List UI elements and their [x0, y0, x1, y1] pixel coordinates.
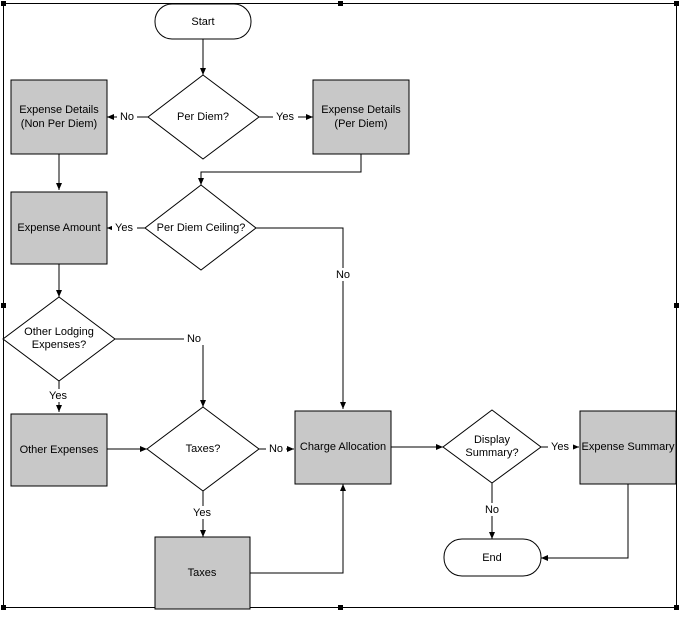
expense-details-non-line1: Expense Details [19, 104, 99, 116]
edge-lodging-no [115, 338, 206, 407]
per-diem-decision[interactable]: Per Diem? [147, 74, 260, 160]
per-diem-ceiling-decision[interactable]: Per Diem Ceiling? [144, 184, 257, 271]
taxes-decision[interactable]: Taxes? [146, 406, 260, 492]
charge-allocation-box[interactable]: Charge Allocation [294, 410, 392, 485]
per-diem-ceiling-decision-label: Per Diem Ceiling? [157, 222, 246, 234]
label-ceiling-no: No [336, 269, 350, 281]
expense-details-non-line2: (Non Per Diem) [21, 118, 97, 130]
label-perdiem-no: No [120, 111, 134, 123]
expense-details-per-line1: Expense Details [321, 104, 401, 116]
start-terminator[interactable]: Start [154, 3, 252, 40]
expense-details-non-per-diem-box[interactable]: Expense Details (Non Per Diem) [10, 79, 108, 155]
end-terminator[interactable]: End [443, 538, 542, 577]
expense-details-per-line2: (Per Diem) [334, 118, 387, 130]
label-taxes-yes: Yes [193, 507, 211, 519]
display-summary-decision-line2: Summary? [465, 447, 518, 459]
start-label: Start [191, 16, 214, 28]
label-taxes-no: No [269, 443, 283, 455]
end-label: End [482, 552, 502, 564]
label-lodging-no: No [187, 333, 201, 345]
per-diem-decision-label: Per Diem? [177, 111, 229, 123]
label-ceiling-yes: Yes [115, 222, 133, 234]
edge-summary-to-end [541, 484, 629, 561]
charge-allocation-label: Charge Allocation [300, 441, 386, 453]
display-summary-decision[interactable]: Display Summary? [442, 409, 542, 484]
other-expenses-label: Other Expenses [20, 444, 99, 456]
other-lodging-decision[interactable]: Other Lodging Expenses? [2, 296, 116, 382]
label-display-no: No [485, 504, 499, 516]
edge-ceiling-no [256, 227, 346, 409]
label-display-yes: Yes [551, 441, 569, 453]
expense-summary-box[interactable]: Expense Summary [579, 410, 677, 485]
other-expenses-box[interactable]: Other Expenses [10, 413, 108, 487]
display-summary-decision-line1: Display [474, 434, 511, 446]
other-lodging-decision-line1: Other Lodging [24, 326, 94, 338]
edge-perdiem-to-ceiling [198, 154, 362, 185]
edge-labels: No Yes Yes No No Yes No Yes Yes No [46, 110, 573, 519]
expense-details-per-diem-box[interactable]: Expense Details (Per Diem) [312, 79, 410, 155]
taxes-box[interactable]: Taxes [154, 536, 251, 610]
other-lodging-decision-line2: Expenses? [32, 339, 86, 351]
expense-amount-label: Expense Amount [17, 222, 100, 234]
expense-amount-box[interactable]: Expense Amount [10, 191, 108, 265]
expense-summary-label: Expense Summary [582, 441, 675, 453]
taxes-decision-label: Taxes? [186, 443, 221, 455]
label-lodging-yes: Yes [49, 390, 67, 402]
edge-taxesbox-to-charge [250, 484, 346, 574]
taxes-box-label: Taxes [188, 567, 217, 579]
label-perdiem-yes: Yes [276, 111, 294, 123]
